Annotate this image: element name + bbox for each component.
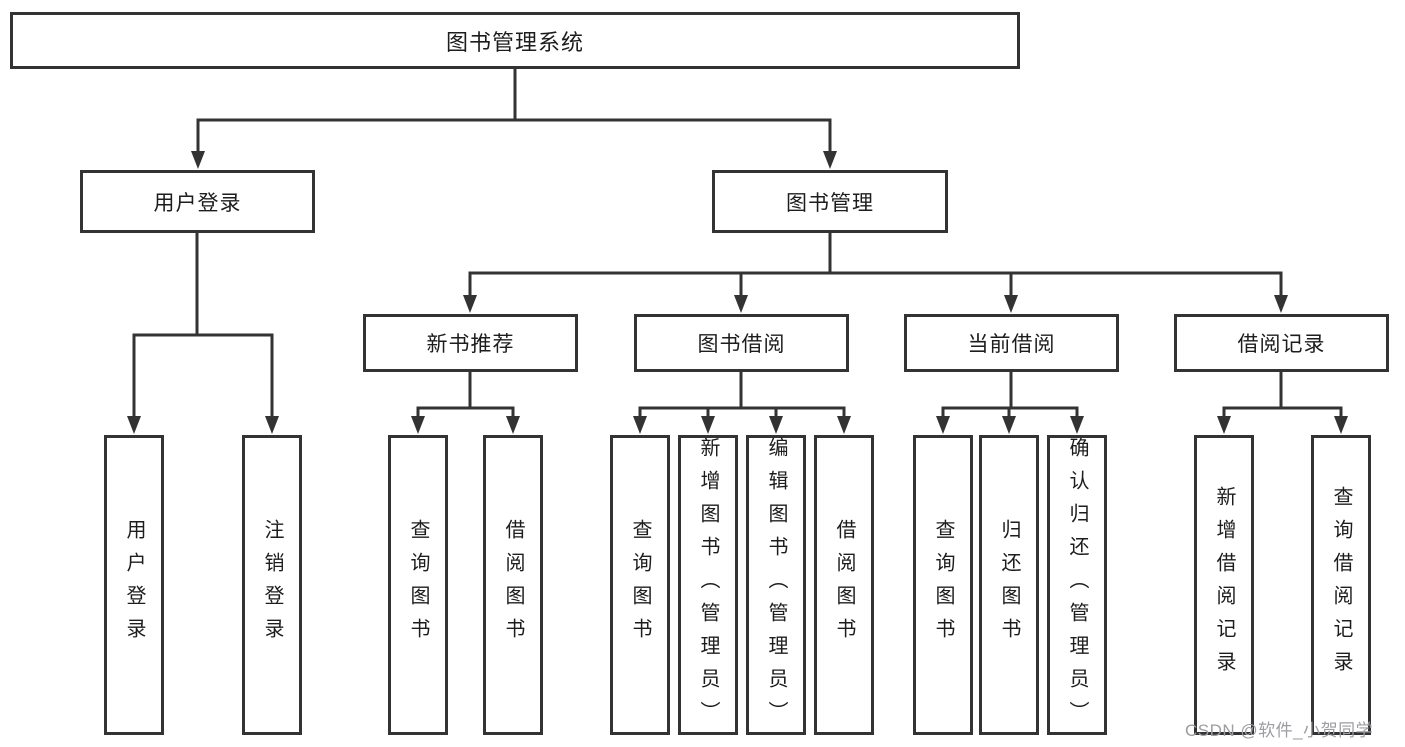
connector-borrow-to-children <box>638 370 846 428</box>
node-book-management: 图书管理 <box>712 170 948 233</box>
node-leaf-query-books-recommend: 查询图书 <box>388 435 448 735</box>
node-leaf-edit-books-admin: 编辑图书（管理员） <box>746 435 806 735</box>
node-leaf-borrow-books-recommend: 借阅图书 <box>483 435 543 735</box>
connector-userlogin-to-children <box>132 231 274 428</box>
node-current-borrowing: 当前借阅 <box>904 314 1119 372</box>
node-leaf-borrow-books: 借阅图书 <box>814 435 874 735</box>
node-borrowing-records: 借阅记录 <box>1174 314 1389 372</box>
node-leaf-logout: 注销登录 <box>242 435 302 735</box>
node-leaf-user-login: 用户登录 <box>104 435 164 735</box>
node-new-book-recommendation: 新书推荐 <box>363 314 578 372</box>
connector-newbook-to-children <box>416 370 515 428</box>
connector-current-to-children <box>941 370 1079 428</box>
node-leaf-add-books-admin: 新增图书（管理员） <box>678 435 738 735</box>
node-leaf-confirm-return-admin: 确认归还（管理员） <box>1047 435 1107 735</box>
node-user-login: 用户登录 <box>80 170 315 233</box>
connector-records-to-children <box>1222 370 1343 428</box>
node-library-management-system: 图书管理系统 <box>10 12 1020 69</box>
node-leaf-return-books: 归还图书 <box>979 435 1039 735</box>
node-book-borrowing: 图书借阅 <box>634 314 849 372</box>
node-leaf-add-borrow-record: 新增借阅记录 <box>1194 435 1254 735</box>
node-leaf-query-books-borrow: 查询图书 <box>610 435 670 735</box>
csdn-watermark: CSDN @软件_小贺同学 <box>1185 721 1374 740</box>
node-leaf-query-borrow-record: 查询借阅记录 <box>1311 435 1371 735</box>
connector-root-to-level2 <box>196 67 832 163</box>
connector-bookmgmt-to-level3 <box>468 231 1283 307</box>
node-leaf-query-books-current: 查询图书 <box>913 435 973 735</box>
